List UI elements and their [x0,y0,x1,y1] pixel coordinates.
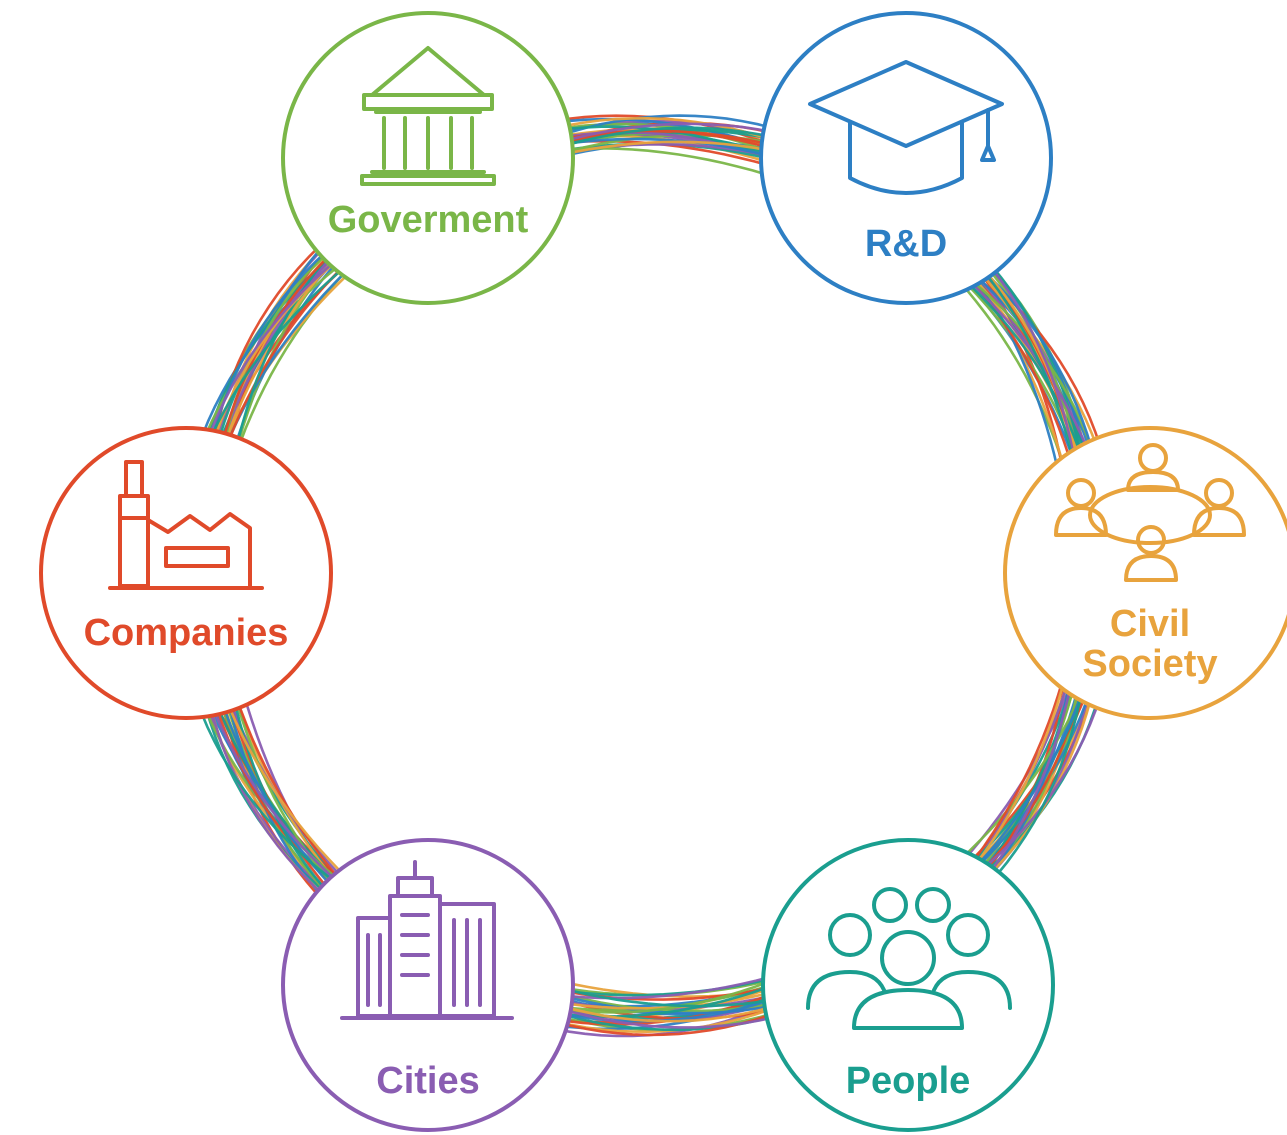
city-buildings-icon [340,860,514,1020]
companies-circle [39,426,333,720]
node-companies: Companies [39,426,333,720]
node-label-people: People [846,1060,971,1102]
node-label-cities: Cities [376,1060,479,1102]
crowd-icon [806,887,1012,1030]
building-columns-icon [360,46,496,186]
meeting-table-icon [1054,443,1246,582]
cities-circle [281,838,575,1132]
rnd-circle [759,11,1053,305]
node-government: Goverment [281,11,575,305]
node-rnd: R&D [759,11,1053,305]
node-label-society: Society [1082,643,1217,685]
node-label-civil: Civil [1110,603,1190,645]
node-people: People [761,838,1055,1132]
node-civil-society: Civil Society [1003,426,1287,720]
civil-society-circle [1003,426,1287,720]
graduation-cap-icon [808,60,1004,195]
node-label-companies: Companies [84,612,289,654]
node-label-rnd: R&D [865,223,947,265]
node-label-government: Goverment [328,199,529,241]
node-cities: Cities [281,838,575,1132]
factory-icon [108,460,264,590]
